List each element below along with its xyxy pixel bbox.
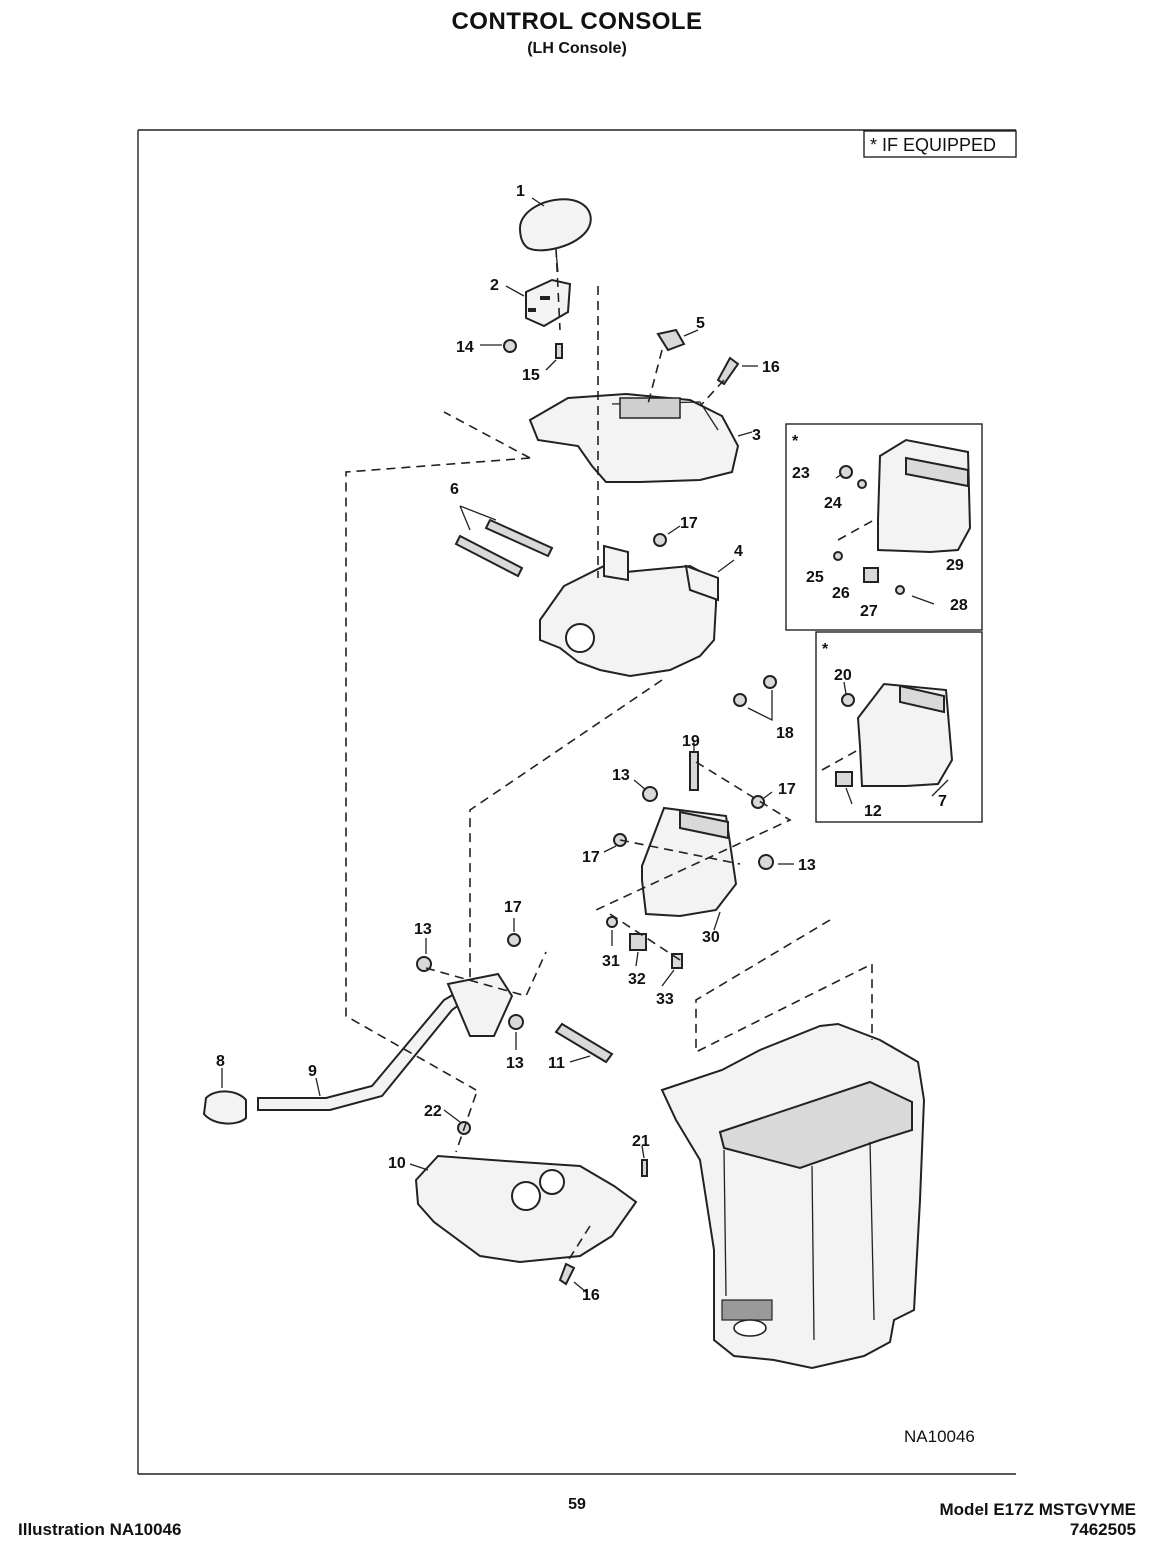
part-3-top-cover — [528, 392, 753, 483]
part-14-screw — [480, 339, 517, 353]
callout-leaders — [221, 197, 949, 1293]
part-31-washer — [606, 916, 618, 928]
part-19-bolt — [689, 751, 699, 791]
callout-17-b: 17 — [778, 781, 796, 798]
part-1-armrest-cap — [518, 198, 592, 273]
page-title: CONTROL CONSOLE — [451, 8, 703, 35]
part-9-lever — [257, 972, 514, 1111]
part-8-knob — [202, 1090, 247, 1125]
callout-12: 12 — [864, 803, 882, 820]
part-16-screw-upper — [716, 356, 758, 386]
page-number: 59 — [568, 1496, 586, 1513]
callout-30: 30 — [702, 929, 720, 946]
callout-28: 28 — [950, 597, 968, 614]
part-16-screw-lower — [558, 1262, 576, 1286]
callout-29: 29 — [946, 557, 964, 574]
page-subtitle: (LH Console) — [527, 40, 627, 57]
callout-5: 5 — [696, 315, 705, 332]
part-10-lower-cover — [414, 1154, 638, 1264]
part-21-screw — [641, 1159, 648, 1177]
diagram-frame — [137, 129, 1016, 1475]
part-17-nut-b — [751, 795, 765, 809]
callout-3: 3 — [752, 427, 761, 444]
callout-23: 23 — [792, 465, 810, 482]
assembly-dashed-lines — [345, 247, 873, 1265]
part-13-bushing-b — [758, 854, 774, 870]
part-13-bushing-a — [642, 786, 658, 802]
callout-33: 33 — [656, 991, 674, 1008]
callout-17-a: 17 — [680, 515, 698, 532]
callout-13-d: 13 — [506, 1055, 524, 1072]
inset-box-lower: * — [815, 631, 983, 823]
callout-19: 19 — [682, 733, 700, 750]
callout-17-d: 17 — [504, 899, 522, 916]
callout-32: 32 — [628, 971, 646, 988]
part-2-bracket — [525, 278, 572, 328]
inset-lower-star: * — [822, 641, 829, 658]
inset-upper-star: * — [792, 433, 799, 450]
part-13-bushing-d — [508, 1014, 524, 1030]
part-17-nut-a — [653, 525, 681, 547]
callout-13-c: 13 — [414, 921, 432, 938]
inset-box-upper: * — [785, 423, 983, 631]
callout-1: 1 — [516, 183, 525, 200]
callout-numbers: 1 2 3 4 5 6 7 8 9 10 11 12 13 13 13 13 1… — [216, 183, 968, 1304]
part-30-mid-bracket — [641, 806, 738, 918]
callout-10: 10 — [388, 1155, 406, 1172]
callout-17-c: 17 — [582, 849, 600, 866]
part-5-clip — [656, 328, 699, 352]
callout-24: 24 — [824, 495, 842, 512]
console-body — [660, 1022, 926, 1370]
callout-4: 4 — [734, 543, 743, 560]
callout-22: 22 — [424, 1103, 442, 1120]
callout-6: 6 — [450, 481, 459, 498]
callout-8: 8 — [216, 1053, 225, 1070]
model-label: Model E17Z MSTGVYME — [939, 1500, 1136, 1519]
illustration-label: Illustration NA10046 — [18, 1520, 182, 1539]
part-13-bushing-c — [416, 956, 432, 972]
callout-13-b: 13 — [798, 857, 816, 874]
callout-31: 31 — [602, 953, 620, 970]
callout-27: 27 — [860, 603, 878, 620]
callout-20: 20 — [834, 667, 852, 684]
part-11-bolt — [554, 1022, 614, 1064]
part-6-pins — [454, 505, 554, 578]
callout-21: 21 — [632, 1133, 650, 1150]
part-17-nut-d — [507, 933, 521, 947]
callout-16-a: 16 — [762, 359, 780, 376]
part-18-nuts — [733, 675, 777, 722]
callout-26: 26 — [832, 585, 850, 602]
document-number: 7462505 — [1069, 1520, 1136, 1539]
part-15-screw — [555, 343, 563, 359]
callout-11: 11 — [548, 1055, 565, 1072]
illustration-reference: NA10046 — [904, 1427, 975, 1446]
callout-18: 18 — [776, 725, 794, 742]
part-33-screw — [671, 953, 683, 969]
callout-9: 9 — [308, 1063, 317, 1080]
if-equipped-note: * IF EQUIPPED — [863, 130, 1017, 158]
part-4-mount-bracket — [539, 544, 735, 678]
callout-25: 25 — [806, 569, 824, 586]
if-equipped-text: * IF EQUIPPED — [870, 135, 996, 155]
callout-2: 2 — [490, 277, 499, 294]
callout-14: 14 — [456, 339, 474, 356]
callout-13-a: 13 — [612, 767, 630, 784]
part-32-spacer — [629, 933, 647, 951]
callout-16-b: 16 — [582, 1287, 600, 1304]
callout-15: 15 — [522, 367, 540, 384]
callout-7: 7 — [938, 793, 947, 810]
